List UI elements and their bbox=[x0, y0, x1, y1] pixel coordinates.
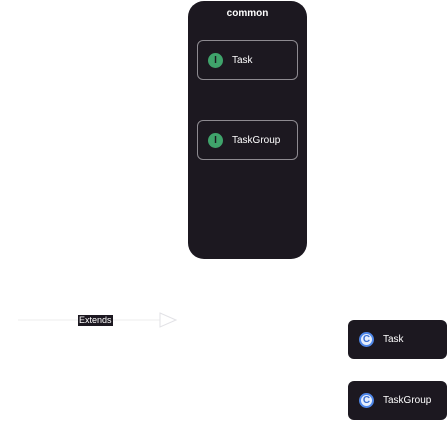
common-group[interactable]: common I Task I TaskGroup bbox=[188, 1, 307, 259]
node-label: TaskGroup bbox=[232, 134, 281, 146]
interface-node-taskgroup[interactable]: I TaskGroup bbox=[197, 120, 298, 160]
group-title: common bbox=[226, 8, 269, 19]
node-label: Task bbox=[383, 334, 404, 345]
class-icon: C bbox=[359, 332, 374, 347]
interface-icon: I bbox=[208, 52, 223, 68]
class-icon: C bbox=[359, 393, 374, 408]
interface-icon: I bbox=[208, 132, 223, 148]
node-label: TaskGroup bbox=[383, 395, 432, 406]
extends-edge-label: Extends bbox=[78, 315, 113, 326]
node-label: Task bbox=[232, 54, 253, 66]
class-node-taskgroup[interactable]: C TaskGroup bbox=[348, 381, 447, 420]
interface-node-task[interactable]: I Task bbox=[197, 40, 298, 80]
extends-arrowhead bbox=[159, 312, 178, 328]
class-node-task[interactable]: C Task bbox=[348, 320, 447, 359]
